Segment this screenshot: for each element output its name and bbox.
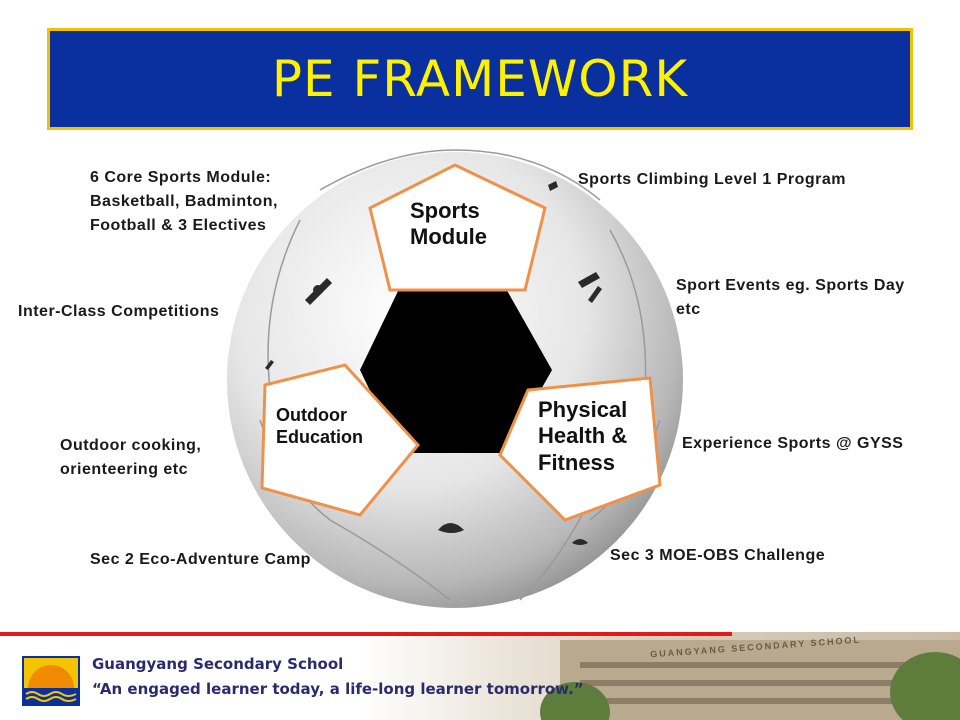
center-hexagon (360, 287, 552, 453)
pentagon-outdoor-education (260, 363, 420, 517)
tree (890, 652, 960, 720)
note-outdoor-cooking: Outdoor cooking, orienteering etc (60, 437, 202, 478)
footer-divider (0, 632, 732, 636)
note-obs: Sec 3 MOE-OBS Challenge (610, 547, 826, 564)
outdoor-education-label: Outdoor Education (276, 405, 364, 447)
note-core-sports: 6 Core Sports Module: Basketball, Badmin… (90, 169, 278, 234)
note-inter-class: Inter-Class Competitions (18, 303, 220, 320)
title-banner: PE FRAMEWORK (47, 28, 913, 130)
building-window-row (580, 698, 940, 704)
physical-health-label: Physical Health & Fitness (538, 397, 628, 475)
note-sport-events: Sport Events eg. Sports Day etc (676, 277, 905, 318)
building-window-row (580, 680, 940, 686)
pentagon-physical-health (498, 376, 662, 522)
footer (0, 632, 960, 720)
school-motto: “An engaged learner today, a life-long l… (92, 680, 584, 698)
note-eco-camp: Sec 2 Eco-Adventure Camp (90, 551, 311, 568)
pentagon-sports-module (368, 163, 547, 292)
ball-decorations (265, 181, 602, 545)
note-experience: Experience Sports @ GYSS (682, 435, 904, 452)
sports-module-label: Sports Module (410, 198, 487, 250)
page-title: PE FRAMEWORK (271, 50, 689, 108)
note-climbing: Sports Climbing Level 1 Program (578, 171, 846, 188)
building-window-row (580, 662, 940, 668)
school-name: Guangyang Secondary School (92, 655, 344, 673)
school-logo (22, 656, 80, 706)
